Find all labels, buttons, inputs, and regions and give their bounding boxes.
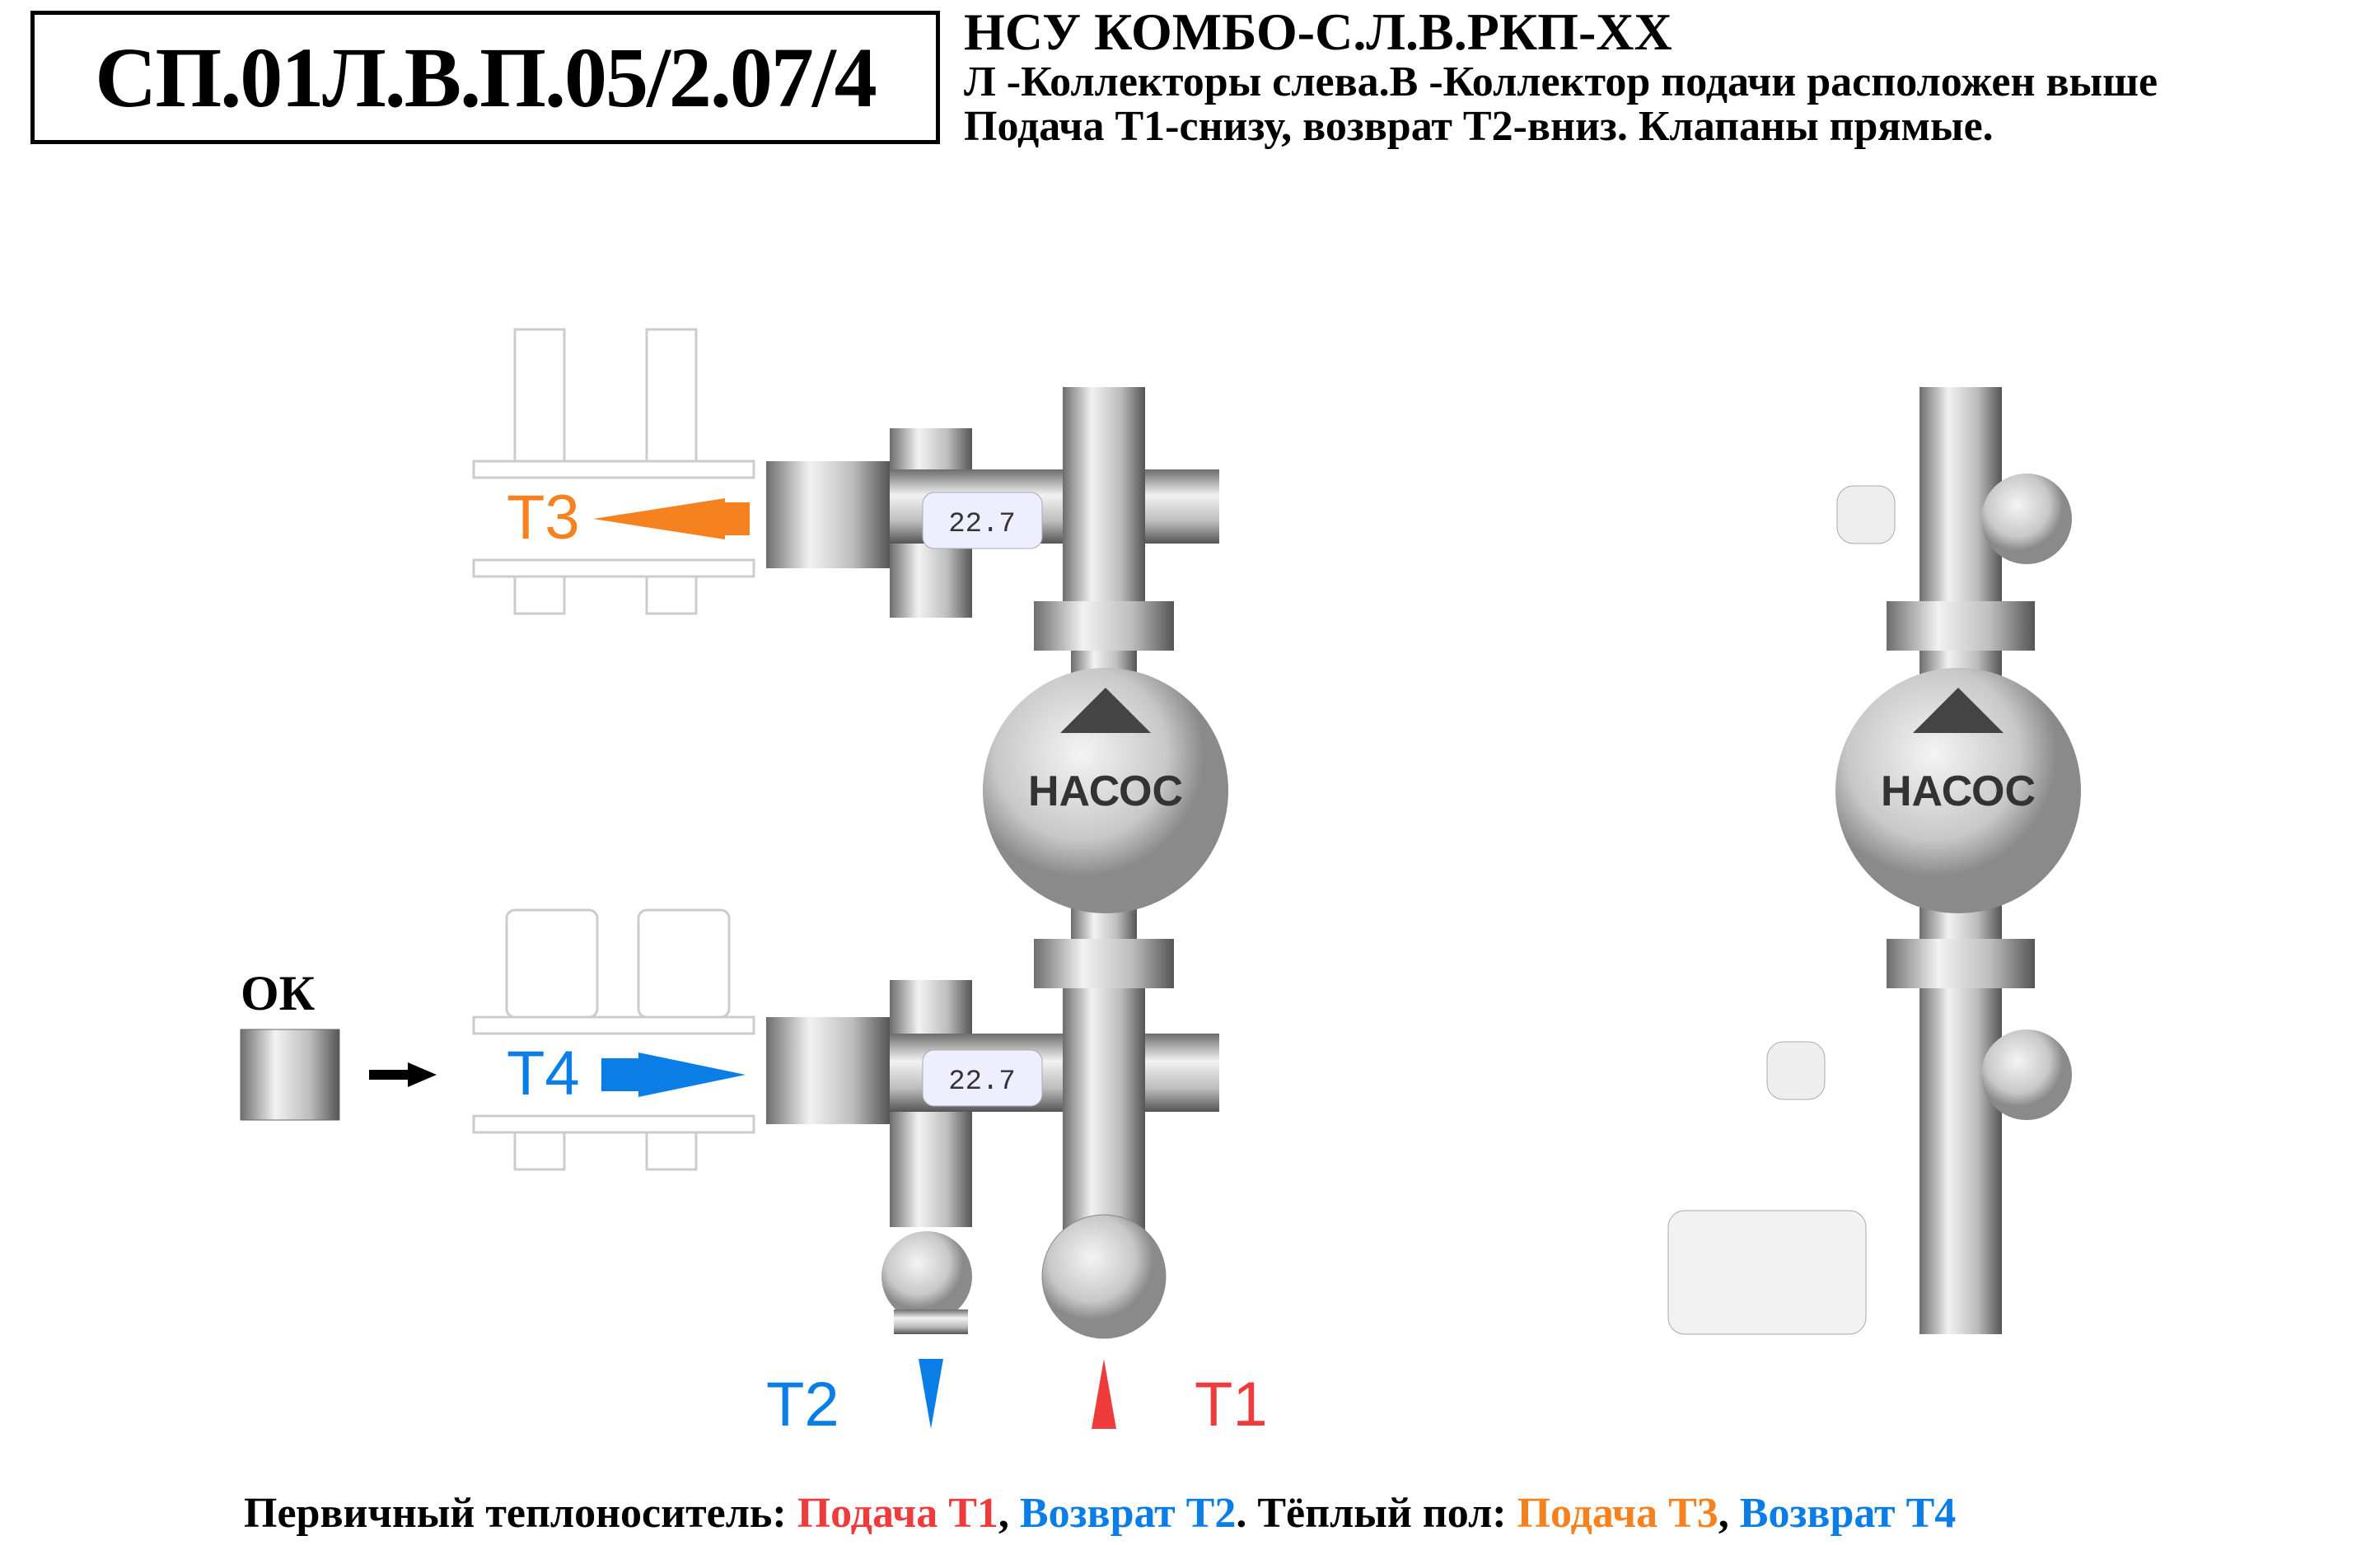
legend-sep2: , [1718, 1490, 1740, 1537]
description-line-1: Л -Коллекторы слева.В -Коллектор подачи … [964, 58, 2158, 105]
pump-label-side: НАСОС [1881, 768, 2036, 815]
t1-label: T1 [1195, 1370, 1268, 1440]
t1-arrow [1092, 1359, 1116, 1429]
thermometer-top-reading: 22.7 [948, 509, 1016, 540]
ok-fitting-icon [240, 1029, 340, 1121]
scheme-code-box: СП.01Л.В.П.05/2.07/4 [30, 11, 940, 144]
ok-arrow [408, 1062, 437, 1087]
t2-label: T2 [766, 1370, 839, 1440]
legend-sep1: , [998, 1490, 1020, 1537]
t2-valve [881, 1231, 972, 1322]
t4-connector [766, 1017, 890, 1124]
t2-arrow [919, 1359, 943, 1429]
ghost-manifold-top [472, 328, 755, 615]
t3-connector [766, 461, 890, 568]
t1-thermo-head [1041, 1214, 1167, 1339]
pump [983, 668, 1228, 913]
pump-group-side: НАСОС [1667, 387, 2081, 1335]
description-line-2: Подача Т1-снизу, возврат Т2-вниз. Клапан… [964, 103, 1994, 150]
legend-t1: Подача Т1 [797, 1490, 998, 1537]
thermometer-bottom-reading: 22.7 [948, 1067, 1016, 1098]
pump-label: НАСОС [1028, 768, 1183, 815]
legend: Первичный теплоноситель: Подача Т1, Возв… [244, 1489, 1956, 1538]
t4-arrow [638, 1053, 746, 1097]
ok-label: ОК [241, 966, 316, 1020]
ghost-manifold-bottom [472, 908, 755, 1171]
pump-group-front: НАСОС 22.7 22.7 [766, 387, 1228, 1339]
scheme-code: СП.01Л.В.П.05/2.07/4 [95, 30, 877, 125]
t3-arrow [593, 498, 725, 539]
t4-label: T4 [507, 1039, 580, 1109]
thermostatic-head [1667, 1210, 1867, 1335]
legend-mid: . Тёплый пол: [1236, 1490, 1517, 1537]
legend-prefix: Первичный теплоноситель: [244, 1490, 797, 1537]
product-title: НСУ КОМБО-С.Л.В.РКП-ХХ [964, 2, 1672, 61]
legend-t2: Возврат Т2 [1019, 1490, 1237, 1537]
t3-label: T3 [507, 483, 580, 553]
legend-t3: Подача Т3 [1517, 1490, 1718, 1537]
legend-t4: Возврат Т4 [1739, 1490, 1957, 1537]
